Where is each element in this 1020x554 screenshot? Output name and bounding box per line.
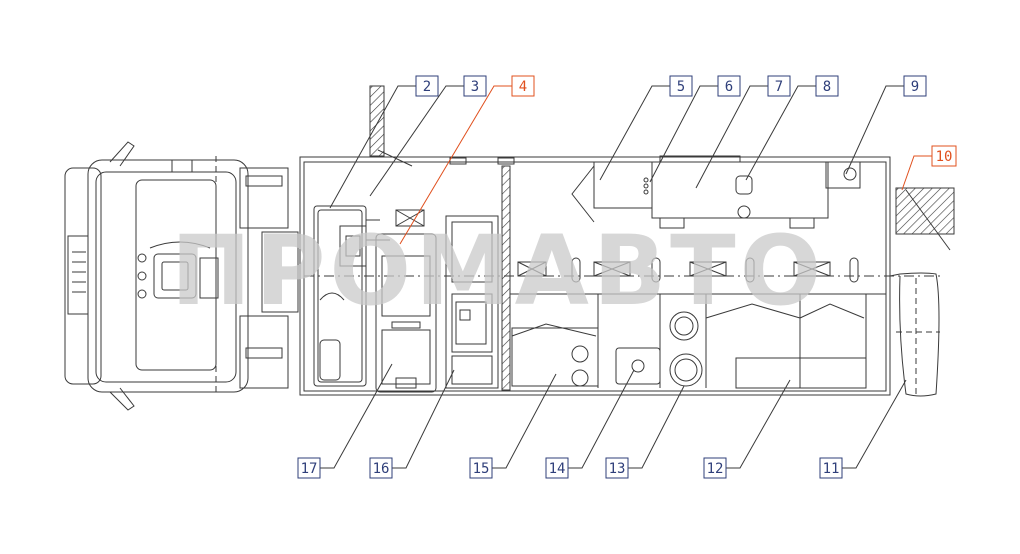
callout-box-6 — [717, 75, 741, 97]
callout-4: 4 — [399, 75, 535, 245]
vehicle-body — [299, 155, 940, 396]
callout-box-14 — [545, 457, 569, 479]
callout-16: 16 — [369, 369, 455, 479]
callout-box-13 — [605, 457, 629, 479]
callout-leader-2 — [329, 85, 416, 209]
callout-leader-7 — [695, 85, 768, 189]
callout-6: 6 — [649, 75, 741, 183]
callout-3: 3 — [369, 75, 487, 197]
callout-leader-11 — [842, 379, 907, 469]
callout-label-14: 14 — [549, 461, 566, 477]
callout-2: 2 — [329, 75, 439, 209]
callout-7: 7 — [695, 75, 791, 189]
callout-label-10: 10 — [936, 149, 953, 165]
roof-mirror — [369, 85, 413, 167]
callout-leader-13 — [628, 385, 685, 469]
callout-leader-14 — [568, 369, 635, 469]
callout-leader-15 — [492, 373, 557, 469]
callout-box-12 — [703, 457, 727, 479]
callout-box-17 — [297, 457, 321, 479]
callout-box-4 — [511, 75, 535, 97]
callout-11: 11 — [819, 379, 907, 479]
callout-leader-6 — [649, 85, 718, 183]
watermark: ПРОМАВТО — [171, 215, 825, 327]
callout-8: 8 — [745, 75, 839, 181]
callout-13: 13 — [605, 385, 685, 479]
callout-leader-17 — [320, 363, 393, 469]
callout-label-3: 3 — [471, 79, 479, 95]
callout-leader-16 — [392, 369, 455, 469]
callout-label-11: 11 — [823, 461, 840, 477]
callout-label-16: 16 — [373, 461, 390, 477]
callout-leader-12 — [726, 379, 791, 469]
callout-label-4: 4 — [519, 79, 527, 95]
callout-layer: 2 3 4 5 6 7 8 9 10 11 12 13 14 15 16 17 — [297, 75, 957, 479]
callout-12: 12 — [703, 379, 791, 479]
callout-box-7 — [767, 75, 791, 97]
callout-label-7: 7 — [775, 79, 783, 95]
callout-10: 10 — [901, 145, 957, 191]
callout-14: 14 — [545, 369, 635, 479]
callout-9: 9 — [845, 75, 927, 175]
vehicle-rear — [889, 187, 955, 397]
callout-5: 5 — [599, 75, 693, 181]
callout-label-9: 9 — [911, 79, 919, 95]
callout-box-10 — [931, 145, 957, 167]
callout-label-12: 12 — [707, 461, 724, 477]
callout-leader-3 — [369, 85, 464, 197]
callout-leader-5 — [599, 85, 670, 181]
callout-leader-8 — [745, 85, 816, 181]
callout-box-16 — [369, 457, 393, 479]
callout-label-15: 15 — [473, 461, 490, 477]
callout-box-8 — [815, 75, 839, 97]
callout-box-3 — [463, 75, 487, 97]
callout-box-11 — [819, 457, 843, 479]
truck-cab — [64, 141, 299, 411]
callout-label-6: 6 — [725, 79, 733, 95]
callout-box-15 — [469, 457, 493, 479]
callout-leader-4 — [399, 85, 512, 245]
callout-box-5 — [669, 75, 693, 97]
callout-leader-10 — [901, 155, 932, 191]
callout-label-17: 17 — [301, 461, 318, 477]
callout-box-2 — [415, 75, 439, 97]
callout-label-5: 5 — [677, 79, 685, 95]
callout-label-8: 8 — [823, 79, 831, 95]
callout-15: 15 — [469, 373, 557, 479]
callout-box-9 — [903, 75, 927, 97]
callout-label-2: 2 — [423, 79, 431, 95]
callout-17: 17 — [297, 363, 393, 479]
callout-label-13: 13 — [609, 461, 626, 477]
callout-leader-9 — [845, 85, 904, 175]
